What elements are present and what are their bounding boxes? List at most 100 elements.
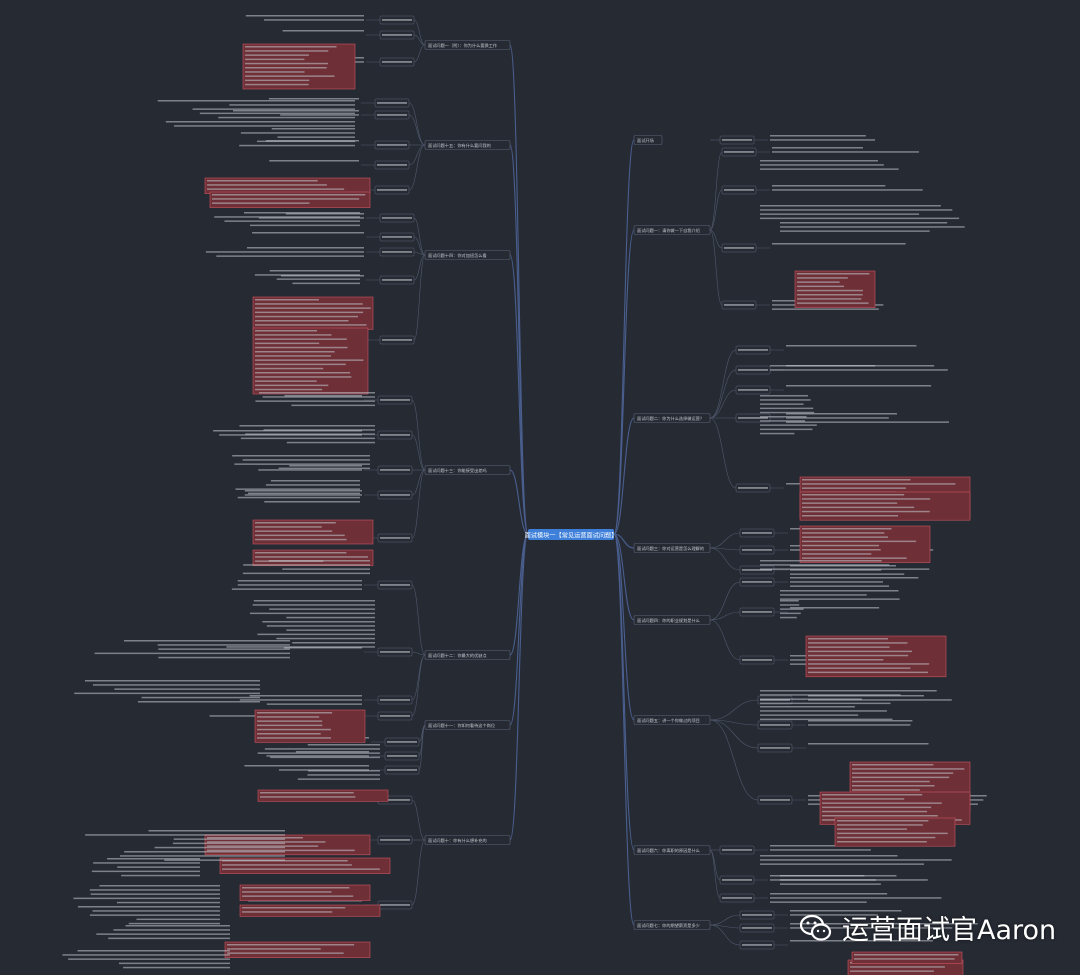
leaf-node (377, 647, 413, 657)
highlight-block (851, 951, 963, 964)
branch-node (424, 250, 511, 260)
text-line (760, 205, 941, 207)
leaf-node (379, 213, 415, 223)
leaf-label (738, 417, 768, 419)
text-line (232, 455, 370, 457)
text-line (242, 911, 333, 913)
text-line (243, 212, 360, 214)
text-line (248, 492, 360, 495)
leaf-label (380, 799, 410, 801)
text-line (257, 720, 323, 722)
text-line (96, 933, 230, 935)
text-line (235, 488, 360, 490)
text-line (114, 688, 260, 690)
leaf-node (721, 147, 757, 157)
text-line (269, 270, 360, 272)
text-line (245, 71, 305, 73)
text-line (808, 663, 930, 665)
text-line (239, 144, 355, 147)
text-line (257, 712, 333, 714)
text-line (278, 467, 370, 470)
text-line (850, 970, 934, 972)
text-line (124, 851, 285, 853)
leaf-node (739, 940, 775, 950)
text-line (237, 580, 362, 582)
leaf-node (721, 243, 757, 253)
text-line (255, 346, 348, 349)
text-line (808, 695, 924, 697)
text-line (760, 855, 898, 857)
text-line (802, 506, 915, 509)
text-line (117, 866, 200, 868)
text-line (252, 604, 375, 606)
leaf-label (380, 904, 410, 906)
left-branch-4: 面试问题十三：你能接受出差吗 (424, 465, 511, 475)
text-line (255, 384, 329, 387)
text-line (772, 185, 886, 187)
connector-line (411, 651, 426, 656)
text-line (760, 863, 924, 865)
branch-label: 面试开场 (637, 137, 654, 144)
connector-line (709, 229, 723, 306)
leaf-label (387, 741, 417, 743)
text-line (808, 743, 929, 745)
text-line (837, 824, 923, 826)
connector-line (509, 254, 529, 535)
text-line (760, 702, 891, 705)
text-line (269, 160, 359, 162)
branch-label: 面试问题十：你有什么想补充的 (428, 837, 487, 844)
leaf-label (742, 611, 772, 613)
text-line (255, 351, 335, 353)
leaf-node (377, 580, 413, 590)
leaf-label (742, 532, 772, 534)
text-line (854, 958, 955, 960)
text-line (249, 695, 362, 697)
leaf-label (387, 769, 417, 771)
text-line (91, 870, 200, 873)
connector-line (413, 254, 426, 341)
connector-line (709, 719, 759, 749)
text-line (99, 885, 220, 887)
leaf-label (380, 399, 410, 401)
text-line (207, 849, 355, 852)
text-line (760, 718, 893, 721)
text-line (297, 778, 380, 780)
leaf-node (739, 528, 775, 538)
branch-node (424, 720, 511, 730)
text-line (262, 621, 375, 623)
text-line (770, 369, 948, 371)
leaf-label (380, 699, 410, 701)
text-line (760, 407, 814, 410)
leaf-node (374, 140, 410, 150)
text-line (246, 247, 364, 249)
branch-label: 面试问题十五：你有什么要问我的 (428, 142, 491, 149)
text-line (92, 684, 260, 686)
text-line (307, 744, 380, 746)
text-line (255, 307, 371, 309)
text-line (234, 463, 370, 465)
branch-node (633, 543, 711, 553)
leaf-label (377, 189, 407, 191)
leaf-node (739, 655, 775, 665)
text-line (797, 285, 845, 288)
leaf-node (719, 875, 755, 885)
text-line (243, 564, 370, 566)
text-line (285, 213, 364, 215)
leaf-label (742, 549, 772, 551)
text-line (822, 802, 942, 804)
connector-line (509, 533, 529, 726)
leaf-node (739, 545, 775, 555)
text-line (244, 765, 369, 767)
text-line (265, 484, 360, 486)
text-line (278, 769, 369, 771)
text-line (760, 428, 813, 431)
text-line (786, 421, 949, 423)
text-line (790, 565, 896, 567)
text-line (269, 608, 375, 610)
center-node[interactable]: 面试模块一【常见运营面试问题】 (525, 529, 618, 540)
connector-line (709, 924, 741, 946)
text-line (255, 400, 375, 402)
leaf-label (722, 897, 752, 899)
text-line (232, 110, 359, 112)
branch-label: 面试问题十三：你能接受出差吗 (428, 467, 487, 474)
